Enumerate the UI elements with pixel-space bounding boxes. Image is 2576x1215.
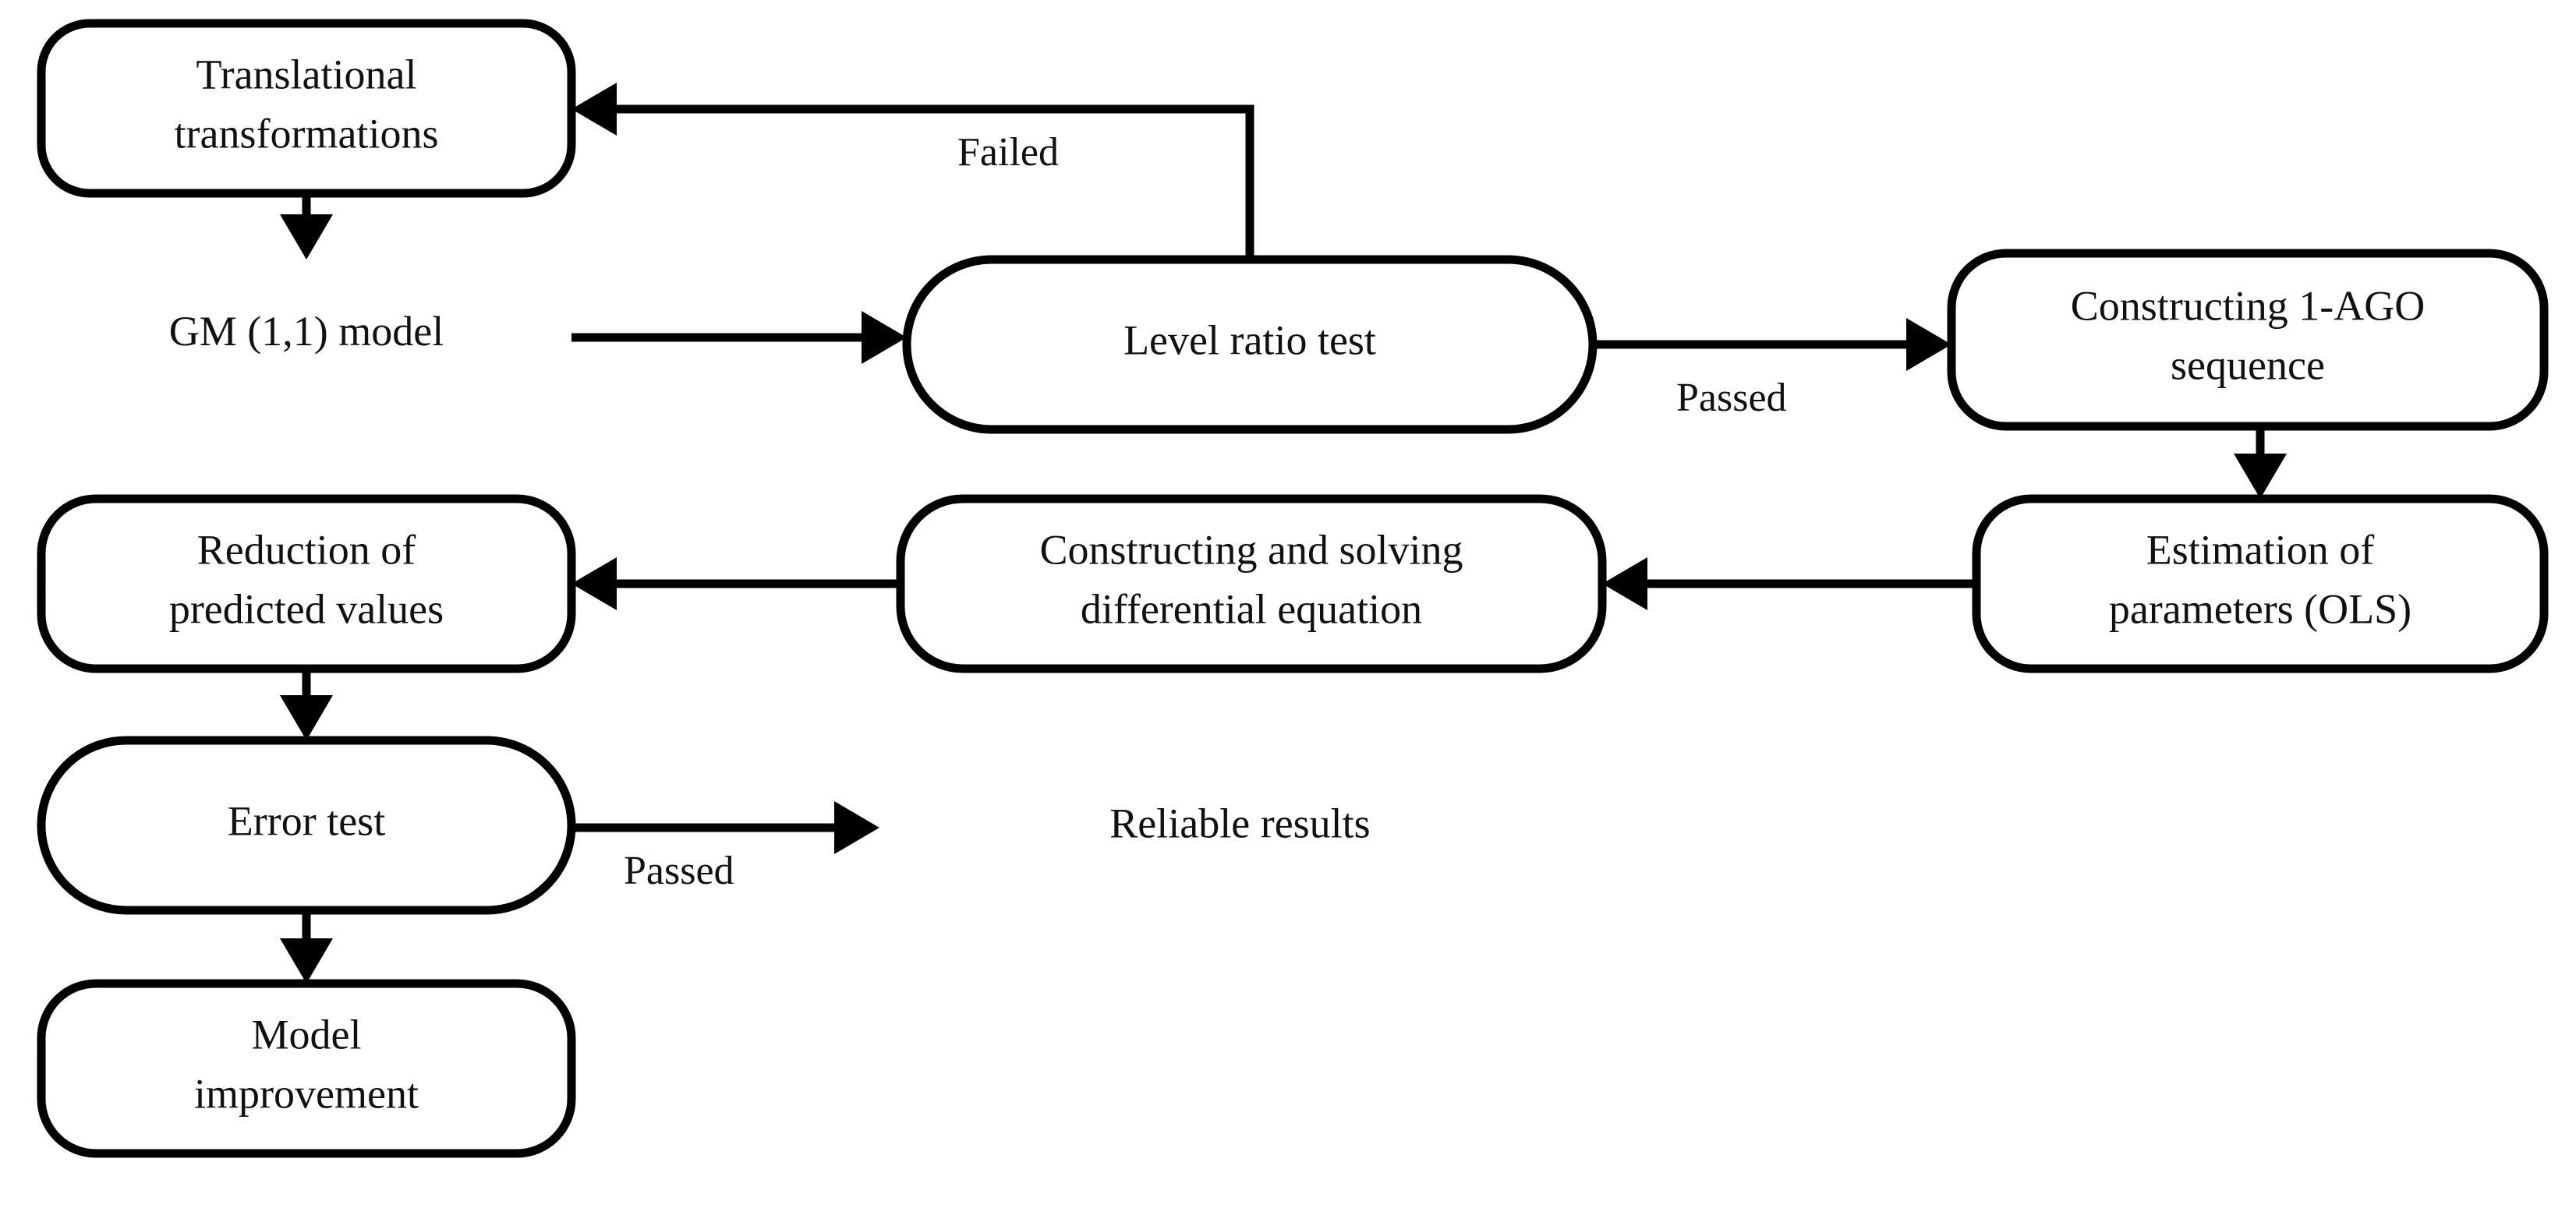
edge-label-level-ratio-passed-to-1ago: Passed bbox=[1676, 376, 1787, 420]
node-label: Level ratio test bbox=[1123, 316, 1376, 363]
edge-gm-to-level-ratio bbox=[571, 311, 907, 364]
node-shape bbox=[37, 736, 576, 915]
node-reliable-results[interactable]: Reliable results bbox=[879, 754, 1601, 901]
edge-differential-to-reduction bbox=[571, 557, 901, 610]
edge-error-test-to-model-improvement bbox=[280, 910, 333, 984]
edge-error-test-passed-to-reliable bbox=[571, 801, 879, 854]
node-label: parameters (OLS) bbox=[2109, 585, 2411, 632]
node-model-improvement[interactable]: Model improvement bbox=[37, 979, 576, 1158]
arrow-head-icon bbox=[834, 801, 879, 854]
node-label: Translational bbox=[196, 51, 417, 97]
node-error-test[interactable]: Error test bbox=[37, 736, 576, 915]
arrow-head-icon bbox=[571, 83, 617, 136]
node-label: transformations bbox=[175, 110, 439, 157]
edge-level-ratio-failed-to-translational bbox=[571, 83, 1254, 260]
node-shape bbox=[37, 494, 576, 673]
arrow-head-icon bbox=[1906, 318, 1951, 371]
edge-translational-to-gm bbox=[280, 193, 333, 260]
arrow-head-icon bbox=[2234, 454, 2287, 499]
node-label: Estimation of bbox=[2146, 526, 2374, 573]
edge-estimation-to-differential bbox=[1602, 557, 1976, 610]
edge-line bbox=[593, 104, 1254, 260]
node-shape bbox=[902, 255, 1598, 434]
node-label: Reliable results bbox=[1109, 800, 1370, 846]
node-label: predicted values bbox=[169, 585, 444, 632]
node-label: Constructing 1-AGO bbox=[2071, 282, 2425, 329]
arrow-head-icon bbox=[280, 695, 333, 740]
node-label: differential equation bbox=[1081, 585, 1422, 632]
edge-reduction-to-error-test bbox=[280, 669, 333, 740]
node-constructing-solving-differential-equation[interactable]: Constructing and solving differential equ… bbox=[896, 494, 1607, 673]
arrow-head-icon bbox=[280, 938, 333, 984]
edges-layer bbox=[280, 83, 2287, 984]
arrow-head-icon bbox=[862, 311, 907, 364]
arrow-head-icon bbox=[280, 214, 333, 260]
node-estimation-of-parameters[interactable]: Estimation of parameters (OLS) bbox=[1972, 494, 2549, 673]
edge-label-error-test-passed-to-reliable: Passed bbox=[624, 849, 734, 893]
node-level-ratio-test[interactable]: Level ratio test bbox=[902, 255, 1598, 434]
edge-1ago-to-estimation bbox=[2234, 426, 2287, 499]
node-label: improvement bbox=[194, 1070, 419, 1117]
node-reduction-of-predicted-values[interactable]: Reduction of predicted values bbox=[37, 494, 576, 673]
nodes-layer: Translational transformations GM (1,1) mod… bbox=[37, 19, 2549, 1158]
node-shape bbox=[37, 19, 576, 198]
edge-label-level-ratio-failed-to-translational: Failed bbox=[957, 130, 1059, 175]
node-shape bbox=[1972, 494, 2549, 673]
node-label: Reduction of bbox=[197, 526, 416, 573]
node-shape bbox=[37, 979, 576, 1158]
node-constructing-1-ago-sequence[interactable]: Constructing 1-AGO sequence bbox=[1947, 249, 2549, 431]
edge-level-ratio-passed-to-1ago bbox=[1593, 318, 1951, 371]
node-shape bbox=[896, 494, 1607, 673]
node-label: GM (1,1) model bbox=[169, 308, 444, 355]
arrow-head-icon bbox=[1602, 557, 1647, 610]
node-translational-transformations[interactable]: Translational transformations bbox=[37, 19, 576, 198]
node-shape bbox=[1947, 249, 2549, 431]
node-shape bbox=[879, 754, 1601, 901]
node-label: Model bbox=[252, 1011, 362, 1058]
arrow-head-icon bbox=[571, 557, 617, 610]
node-label: sequence bbox=[2171, 341, 2325, 388]
node-shape bbox=[41, 260, 571, 411]
node-label: Constructing and solving bbox=[1040, 526, 1463, 573]
node-gm-model[interactable]: GM (1,1) model bbox=[41, 260, 571, 411]
node-label: Error test bbox=[228, 797, 385, 844]
